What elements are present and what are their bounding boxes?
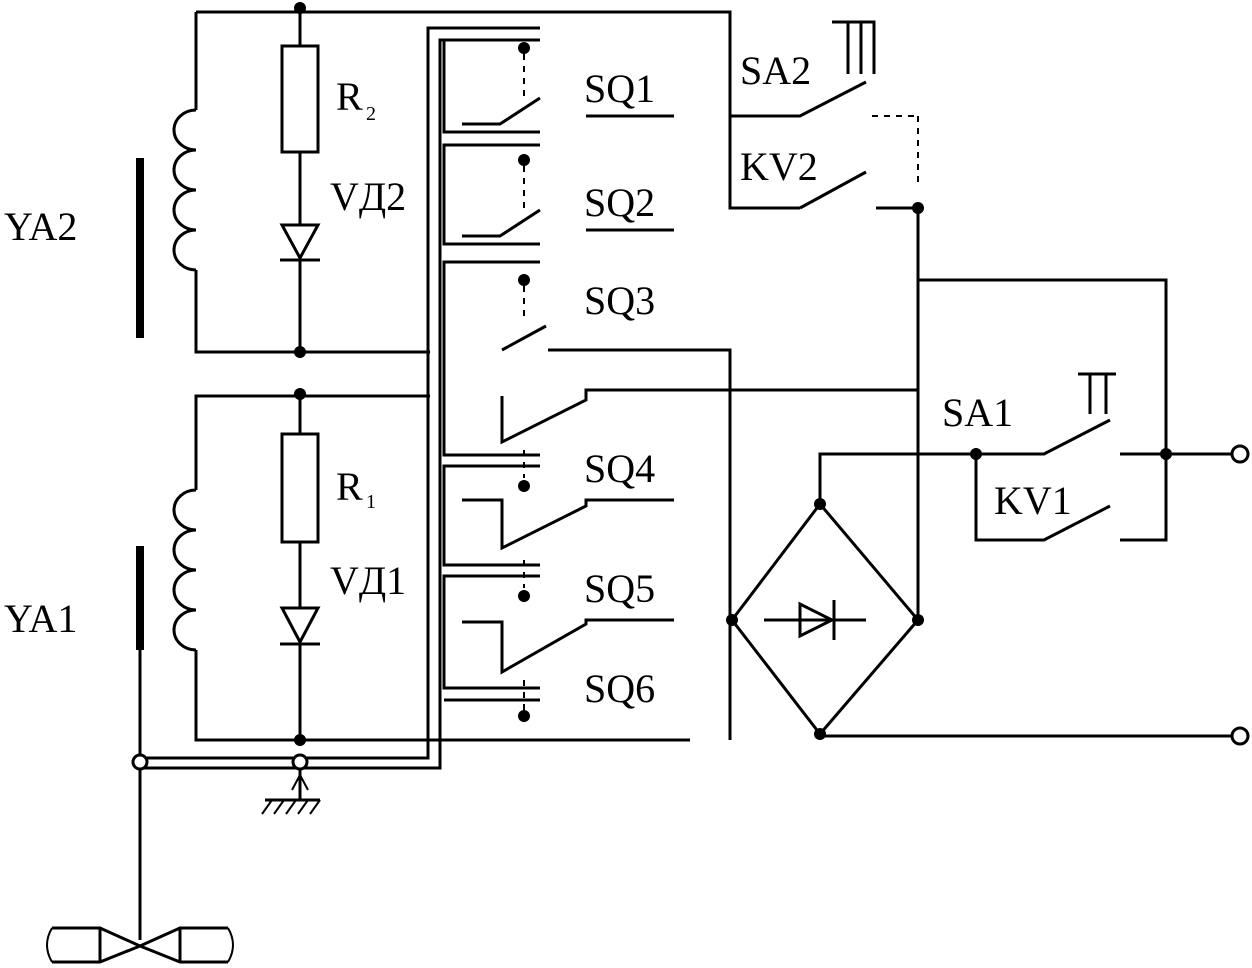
ya2-coil-circuit <box>136 12 430 354</box>
ya2-coil <box>172 108 197 272</box>
sa1-kv1-contacts <box>818 372 1250 542</box>
ya1-coil-circuit <box>136 394 690 742</box>
label-ya2: YA2 <box>4 204 77 249</box>
r1-vd1-branch <box>279 388 321 746</box>
ya1-coil <box>172 488 197 652</box>
r2-vd2-branch <box>279 2 321 358</box>
label-kv1: KV1 <box>994 478 1072 523</box>
label-ya1: YA1 <box>4 596 77 641</box>
label-sq2: SQ2 <box>584 180 655 225</box>
label-sq3: SQ3 <box>584 278 655 323</box>
label-r2-subscript: 2 <box>366 103 376 125</box>
label-sq6: SQ6 <box>584 666 655 711</box>
label-sa2: SA2 <box>740 48 811 93</box>
sq1-switch <box>442 38 674 134</box>
diode-vd1 <box>279 606 321 646</box>
right-supply-line <box>918 278 1168 542</box>
sq5-switch <box>442 560 674 690</box>
label-sq1: SQ1 <box>584 66 655 111</box>
resistor-r1 <box>280 432 320 544</box>
sa2-kv2-contacts <box>730 20 924 620</box>
label-sa1: SA1 <box>942 390 1013 435</box>
valve-symbol <box>46 926 234 964</box>
sq4-switch <box>442 450 674 567</box>
resistor-r2 <box>280 44 320 154</box>
label-sq5: SQ5 <box>584 566 655 611</box>
label-r1: R <box>336 464 363 509</box>
label-r1-subscript: 1 <box>366 491 376 513</box>
label-vd1: VД1 <box>330 558 406 603</box>
diode-vd2 <box>279 223 321 262</box>
label-sq4: SQ4 <box>584 446 655 491</box>
sq2-switch <box>442 143 674 246</box>
label-kv2: KV2 <box>740 144 818 189</box>
sq6-switch <box>444 680 540 722</box>
label-r2: R <box>336 74 363 119</box>
label-vd2: VД2 <box>330 174 406 219</box>
top-supply-line <box>196 10 800 210</box>
bridge-rectifier <box>726 498 1250 746</box>
sq3-switch <box>442 260 918 740</box>
